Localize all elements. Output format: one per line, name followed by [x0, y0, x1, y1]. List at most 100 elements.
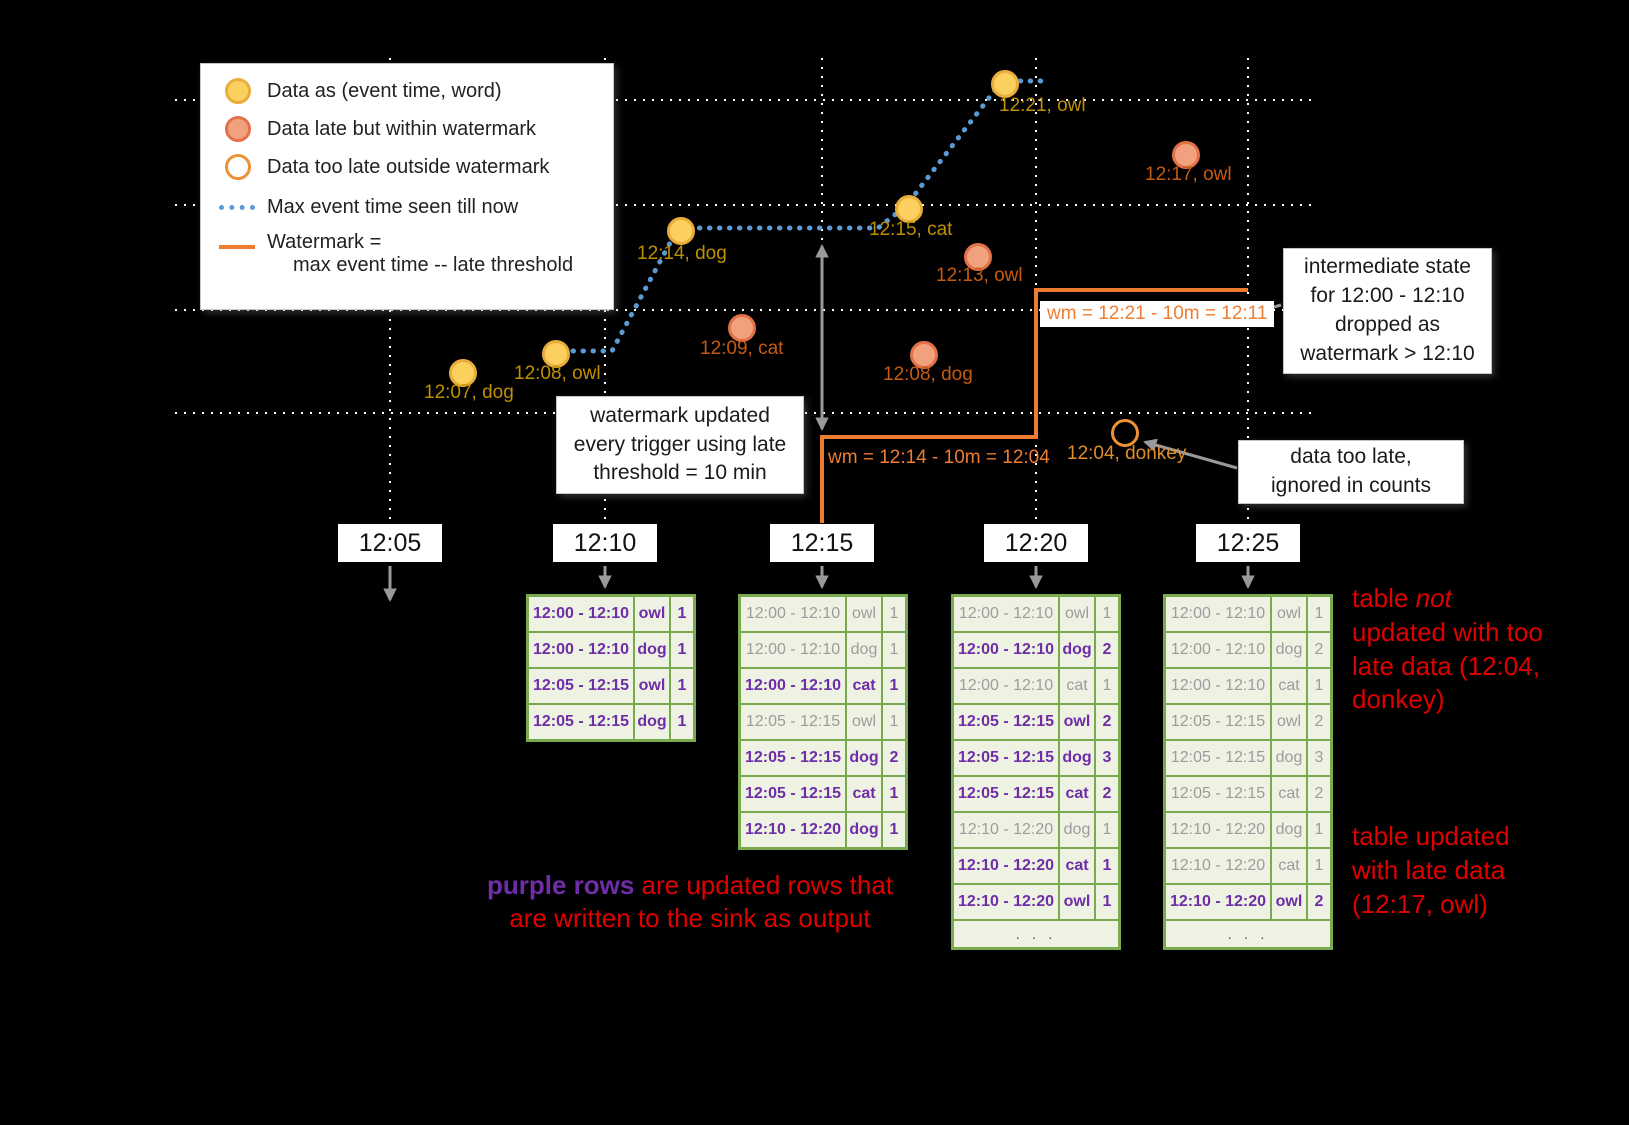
count-cell: 1: [883, 597, 905, 631]
watermark-value-label-1: wm = 12:14 - 10m = 12:04: [828, 447, 1050, 468]
word-cell: owl: [635, 669, 669, 703]
count-cell: 2: [1308, 705, 1330, 739]
word-cell: cat: [1272, 777, 1306, 811]
count-cell: 1: [671, 669, 693, 703]
trigger-time-1215: 12:15: [770, 524, 874, 562]
word-cell: owl: [1060, 885, 1094, 919]
solid-line-icon: [219, 245, 255, 249]
word-cell: cat: [1060, 777, 1094, 811]
count-cell: 3: [1096, 741, 1118, 775]
legend: Data as (event time, word) Data late but…: [200, 63, 614, 310]
word-cell: owl: [1272, 597, 1306, 631]
count-cell: 1: [883, 777, 905, 811]
count-cell: 2: [1308, 885, 1330, 919]
callout-line: every trigger using late: [573, 432, 787, 456]
window-cell: 12:10 - 12:20: [954, 813, 1058, 847]
count-cell: 1: [1096, 885, 1118, 919]
note-highlight: purple rows: [486, 870, 635, 900]
callout-line: intermediate state: [1304, 255, 1471, 279]
word-cell: dog: [635, 633, 669, 667]
point-12-15-cat: [895, 195, 923, 223]
point-label: 12:15, cat: [869, 219, 953, 240]
point-12-17-owl: [1172, 141, 1200, 169]
count-cell: 1: [883, 705, 905, 739]
legend-label: Data late but within watermark: [267, 117, 537, 140]
window-cell: 12:00 - 12:10: [529, 633, 633, 667]
point-label: 12:17, owl: [1145, 164, 1232, 185]
callout-line: threshold = 10 min: [593, 461, 767, 485]
count-cell: 2: [1308, 633, 1330, 667]
dotted-line-icon: [219, 205, 255, 210]
word-cell: cat: [1060, 669, 1094, 703]
word-cell: owl: [1060, 705, 1094, 739]
word-cell: dog: [847, 633, 881, 667]
callout-state-dropped: intermediate state for 12:00 - 12:10 dro…: [1283, 248, 1492, 374]
toolate-dot-icon: [225, 154, 251, 180]
note-text: updated with too late data (12:04, donke…: [1352, 616, 1543, 715]
word-cell: dog: [1060, 813, 1094, 847]
count-cell: 1: [1308, 813, 1330, 847]
point-label: 12:07, dog: [424, 382, 514, 403]
word-cell: cat: [847, 669, 881, 703]
point-12-04-donkey: [1111, 419, 1139, 447]
window-cell: 12:00 - 12:10: [954, 597, 1058, 631]
legend-label: Data too late outside watermark: [267, 155, 550, 178]
late-dot-icon: [225, 116, 251, 142]
window-cell: 12:00 - 12:10: [741, 669, 845, 703]
watermark-value-label-2: wm = 12:21 - 10m = 12:11: [1040, 301, 1275, 327]
window-cell: 12:05 - 12:15: [1166, 777, 1270, 811]
table-ellipsis-row: . . .: [1166, 921, 1330, 947]
note-text: table updated with late data (12:17, owl…: [1352, 821, 1510, 919]
trigger-time-1220: 12:20: [984, 524, 1088, 562]
word-cell: owl: [847, 597, 881, 631]
legend-label: Watermark =: [267, 231, 382, 253]
note-not-updated: table not updated with too late data (12…: [1352, 582, 1552, 717]
window-cell: 12:10 - 12:20: [1166, 813, 1270, 847]
callout-line: ignored in counts: [1271, 474, 1431, 497]
count-cell: 1: [883, 813, 905, 847]
ellipsis-cell: . . .: [1166, 921, 1330, 947]
window-cell: 12:10 - 12:20: [1166, 885, 1270, 919]
callout-line: data too late,: [1290, 445, 1412, 469]
callout-line: watermark > 12:10: [1300, 341, 1475, 365]
point-label: 12:14, dog: [637, 243, 727, 264]
count-cell: 1: [671, 597, 693, 631]
word-cell: owl: [635, 597, 669, 631]
word-cell: dog: [635, 705, 669, 739]
word-cell: owl: [1272, 885, 1306, 919]
callout-line: dropped as: [1334, 313, 1441, 336]
window-cell: 12:05 - 12:15: [954, 777, 1058, 811]
watermark-line: [820, 288, 1248, 523]
count-cell: 1: [671, 633, 693, 667]
window-cell: 12:00 - 12:10: [954, 633, 1058, 667]
window-cell: 12:00 - 12:10: [1166, 597, 1270, 631]
ontime-dot-icon: [225, 78, 251, 104]
count-cell: 3: [1308, 741, 1330, 775]
point-label: 12:04, donkey: [1067, 443, 1187, 464]
word-cell: dog: [847, 741, 881, 775]
callout-too-late: data too late, ignored in counts: [1238, 440, 1464, 504]
count-cell: 1: [1096, 669, 1118, 703]
point-12-08-owl: [542, 340, 570, 368]
